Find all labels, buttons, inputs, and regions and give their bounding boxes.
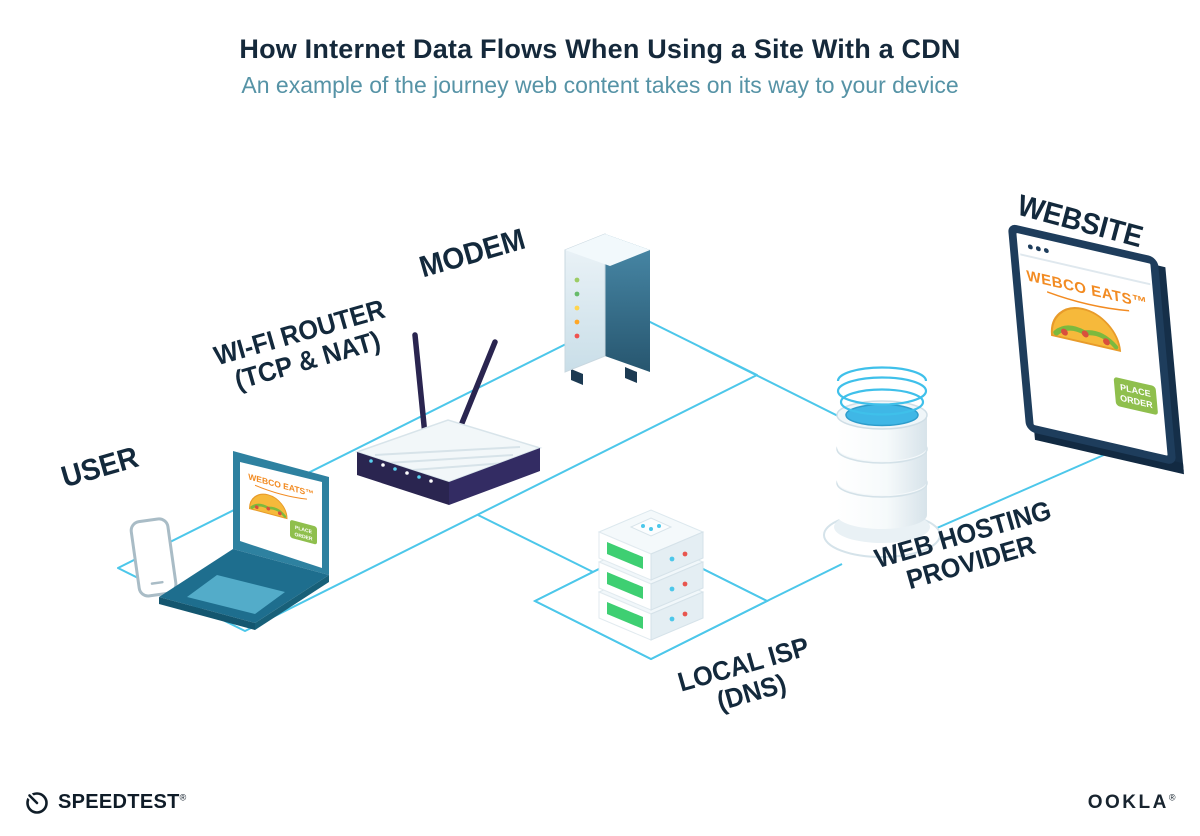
ookla-logo: OOKLA® bbox=[1087, 792, 1178, 813]
wifi-router-icon bbox=[354, 332, 543, 505]
modem-foot bbox=[625, 367, 637, 383]
database-stack-icon bbox=[823, 366, 941, 558]
signal-rings-icon bbox=[836, 366, 928, 416]
hosting-node bbox=[815, 365, 950, 575]
user-node: WEBCO EATS™ PLACE ORDER bbox=[105, 425, 375, 645]
page-subtitle: An example of the journey web content ta… bbox=[241, 72, 959, 98]
taco-icon bbox=[1050, 307, 1122, 353]
modem-node bbox=[553, 222, 668, 400]
server-layer bbox=[597, 509, 705, 581]
modem-icon bbox=[564, 233, 650, 385]
router-led-lights bbox=[369, 459, 433, 483]
browser-window: WEBCO EATS™ PLACE ORDER bbox=[1008, 224, 1184, 475]
laptop-icon: WEBCO EATS™ PLACE ORDER bbox=[159, 451, 329, 630]
link-to-isp bbox=[477, 514, 594, 573]
isp-server-icon bbox=[532, 509, 770, 661]
router-node bbox=[345, 320, 555, 515]
laptop-trackpad bbox=[187, 575, 285, 614]
ookla-wordmark: OOKLA bbox=[1087, 792, 1169, 813]
website-node: WEBCO EATS™ PLACE ORDER bbox=[950, 205, 1200, 505]
speedtest-wordmark: SPEEDTEST® bbox=[58, 790, 187, 813]
link-hosting-website bbox=[904, 446, 1123, 543]
header: How Internet Data Flows When Using a Sit… bbox=[0, 34, 1200, 99]
isp-node bbox=[520, 455, 780, 690]
phone-icon bbox=[129, 517, 178, 598]
laptop-cta-button: PLACE ORDER bbox=[290, 520, 317, 545]
modem-led-lights bbox=[574, 277, 580, 339]
link-isp-hosting bbox=[766, 563, 843, 602]
svg-text:ORDER: ORDER bbox=[294, 532, 312, 543]
browser-toolbar bbox=[1020, 244, 1151, 286]
taco-icon bbox=[248, 493, 288, 520]
speedtest-gauge-icon bbox=[25, 791, 48, 814]
place-order-button: PLACE ORDER bbox=[1113, 377, 1158, 415]
antenna-icon bbox=[457, 339, 498, 431]
antenna-icon bbox=[412, 332, 428, 438]
page-title: How Internet Data Flows When Using a Sit… bbox=[239, 34, 961, 64]
speedtest-logo: SPEEDTEST® bbox=[24, 789, 187, 815]
modem-foot bbox=[571, 369, 583, 385]
svg-text:PLACE: PLACE bbox=[295, 525, 313, 536]
